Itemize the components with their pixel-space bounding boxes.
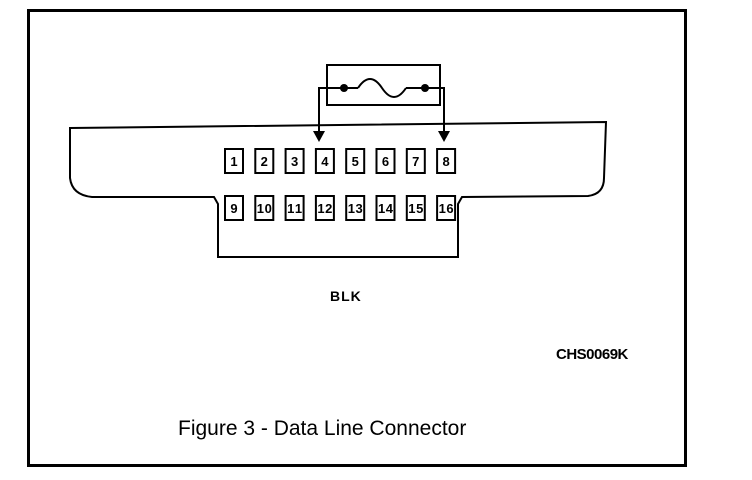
jumper-wire-pin4 (318, 87, 344, 134)
pin-box (405, 148, 426, 174)
pin-11: 11 (284, 195, 305, 221)
jumper-arrow-pin8 (438, 131, 450, 142)
pin-box (345, 148, 366, 174)
pin-label: 2 (261, 154, 268, 169)
pin-label: 14 (378, 201, 394, 216)
pin-label: 8 (442, 154, 449, 169)
pin-14: 14 (375, 195, 396, 221)
pin-label: 11 (287, 201, 302, 216)
figure-caption: Figure 3 - Data Line Connector (178, 417, 467, 440)
pin-16: 16 (436, 195, 457, 221)
pin-label: 16 (439, 201, 454, 216)
pin-label: 5 (352, 154, 359, 169)
pin-box (314, 148, 335, 174)
pin-box (314, 195, 335, 221)
pin-label: 3 (291, 154, 298, 169)
pin-4: 4 (314, 148, 335, 174)
pin-label: 7 (412, 154, 419, 169)
pin-3: 3 (284, 148, 305, 174)
figure-frame (27, 9, 687, 467)
pin-box (375, 148, 396, 174)
pin-box (254, 195, 275, 221)
pin-box (254, 148, 275, 174)
jumper-wire-pin8 (425, 87, 445, 134)
pin-box (375, 195, 396, 221)
pin-label: 4 (321, 154, 329, 169)
pin-6: 6 (375, 148, 396, 174)
pin-8: 8 (436, 148, 457, 174)
pin-label: 6 (382, 154, 389, 169)
pin-2: 2 (254, 148, 275, 174)
pin-box (284, 195, 305, 221)
pin-12: 12 (314, 195, 335, 221)
connector-color-label: BLK (330, 288, 362, 304)
pin-label: 15 (408, 201, 423, 216)
pin-box (405, 195, 426, 221)
pin-15: 15 (405, 195, 426, 221)
pin-10: 10 (254, 195, 275, 221)
pin-box (436, 195, 457, 221)
pin-label: 1 (230, 154, 237, 169)
pin-box (436, 148, 457, 174)
pin-box (345, 195, 366, 221)
pin-label: 10 (257, 201, 272, 216)
pin-9: 9 (224, 195, 244, 221)
connector-body (69, 120, 608, 258)
pin-box (224, 148, 244, 174)
pin-label: 9 (230, 201, 237, 216)
jumper-arrow-pin4 (313, 131, 325, 142)
pin-box (284, 148, 305, 174)
fuse-element (357, 78, 407, 98)
pin-label: 12 (317, 201, 332, 216)
image-code: CHS0069K (556, 346, 628, 363)
pin-13: 13 (345, 195, 366, 221)
fuse-housing (326, 64, 441, 106)
pin-box (224, 195, 244, 221)
pin-1: 1 (224, 148, 244, 174)
pin-5: 5 (345, 148, 366, 174)
pin-label: 13 (348, 201, 363, 216)
pin-7: 7 (405, 148, 426, 174)
